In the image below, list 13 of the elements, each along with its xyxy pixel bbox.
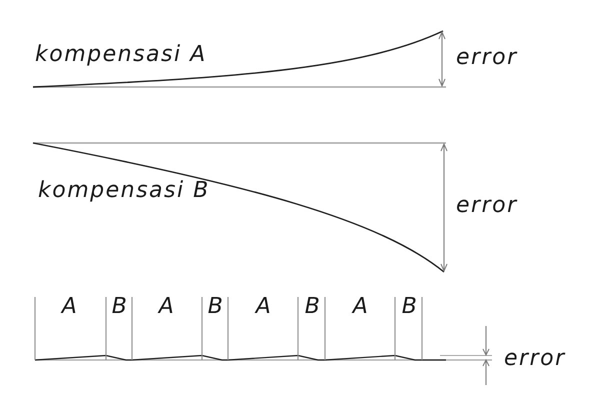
segment-label: A	[158, 296, 176, 318]
segment-label: A	[256, 296, 272, 318]
dimension-label: error	[456, 47, 518, 69]
segment-label: B	[402, 296, 418, 318]
dimension-label: error	[456, 195, 518, 217]
dimension-label: error	[504, 348, 566, 370]
curve-label: kompensasi A	[35, 44, 207, 66]
segment-label: B	[304, 296, 322, 318]
segment-label: A	[352, 296, 370, 318]
segment-label: B	[208, 296, 224, 318]
curve-label: kompensasi B	[38, 180, 210, 202]
segment-label: A	[62, 296, 78, 318]
segment-label: B	[112, 296, 128, 318]
